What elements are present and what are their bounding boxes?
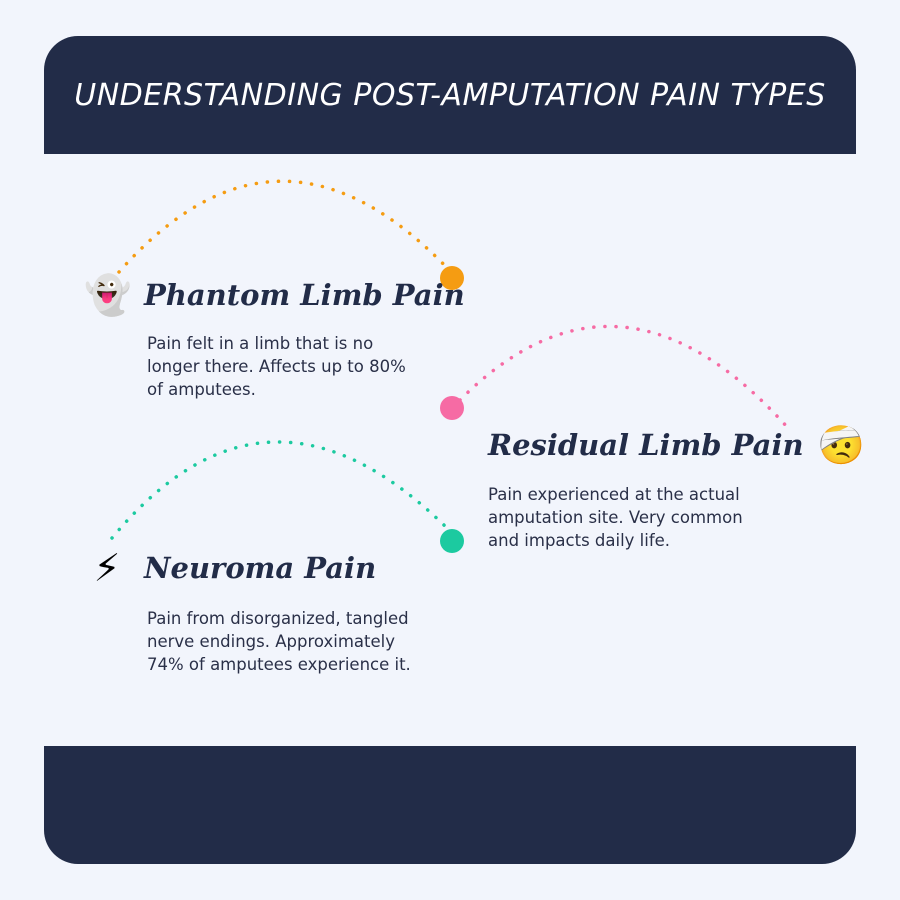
neuroma-dot: [440, 529, 464, 553]
phantom-limb-item: 👻 Phantom Limb Pain: [84, 276, 465, 314]
residual-limb-item: Residual Limb Pain 🤕: [488, 423, 865, 467]
phantom-arc: [117, 179, 454, 275]
residual-arc: [458, 324, 790, 430]
neuroma-item: ⚡ Neuroma Pain: [84, 546, 377, 590]
infographic-card: UNDERSTANDING POST-AMPUTATION PAIN TYPES: [44, 36, 856, 864]
page-title: UNDERSTANDING POST-AMPUTATION PAIN TYPES: [74, 77, 826, 113]
neuroma-description: Pain from disorganized, tangled nerve en…: [147, 609, 411, 674]
residual-limb-title: Residual Limb Pain: [488, 428, 804, 462]
lightning-icon: ⚡: [93, 546, 121, 590]
phantom-limb-title: Phantom Limb Pain: [144, 278, 465, 312]
footer-bar: [44, 746, 856, 864]
phantom-limb-description: Pain felt in a limb that is no longer th…: [147, 334, 406, 399]
phantom-dot: [440, 266, 464, 290]
header-bar: UNDERSTANDING POST-AMPUTATION PAIN TYPES: [44, 36, 856, 154]
residual-limb-description: Pain experienced at the actual amputatio…: [488, 485, 743, 550]
ghost-icon: 👻: [84, 273, 132, 317]
residual-dot: [440, 396, 464, 420]
neuroma-title: Neuroma Pain: [144, 551, 377, 585]
neuroma-arc: [110, 440, 451, 540]
bandaged-face-icon: 🤕: [817, 423, 865, 467]
